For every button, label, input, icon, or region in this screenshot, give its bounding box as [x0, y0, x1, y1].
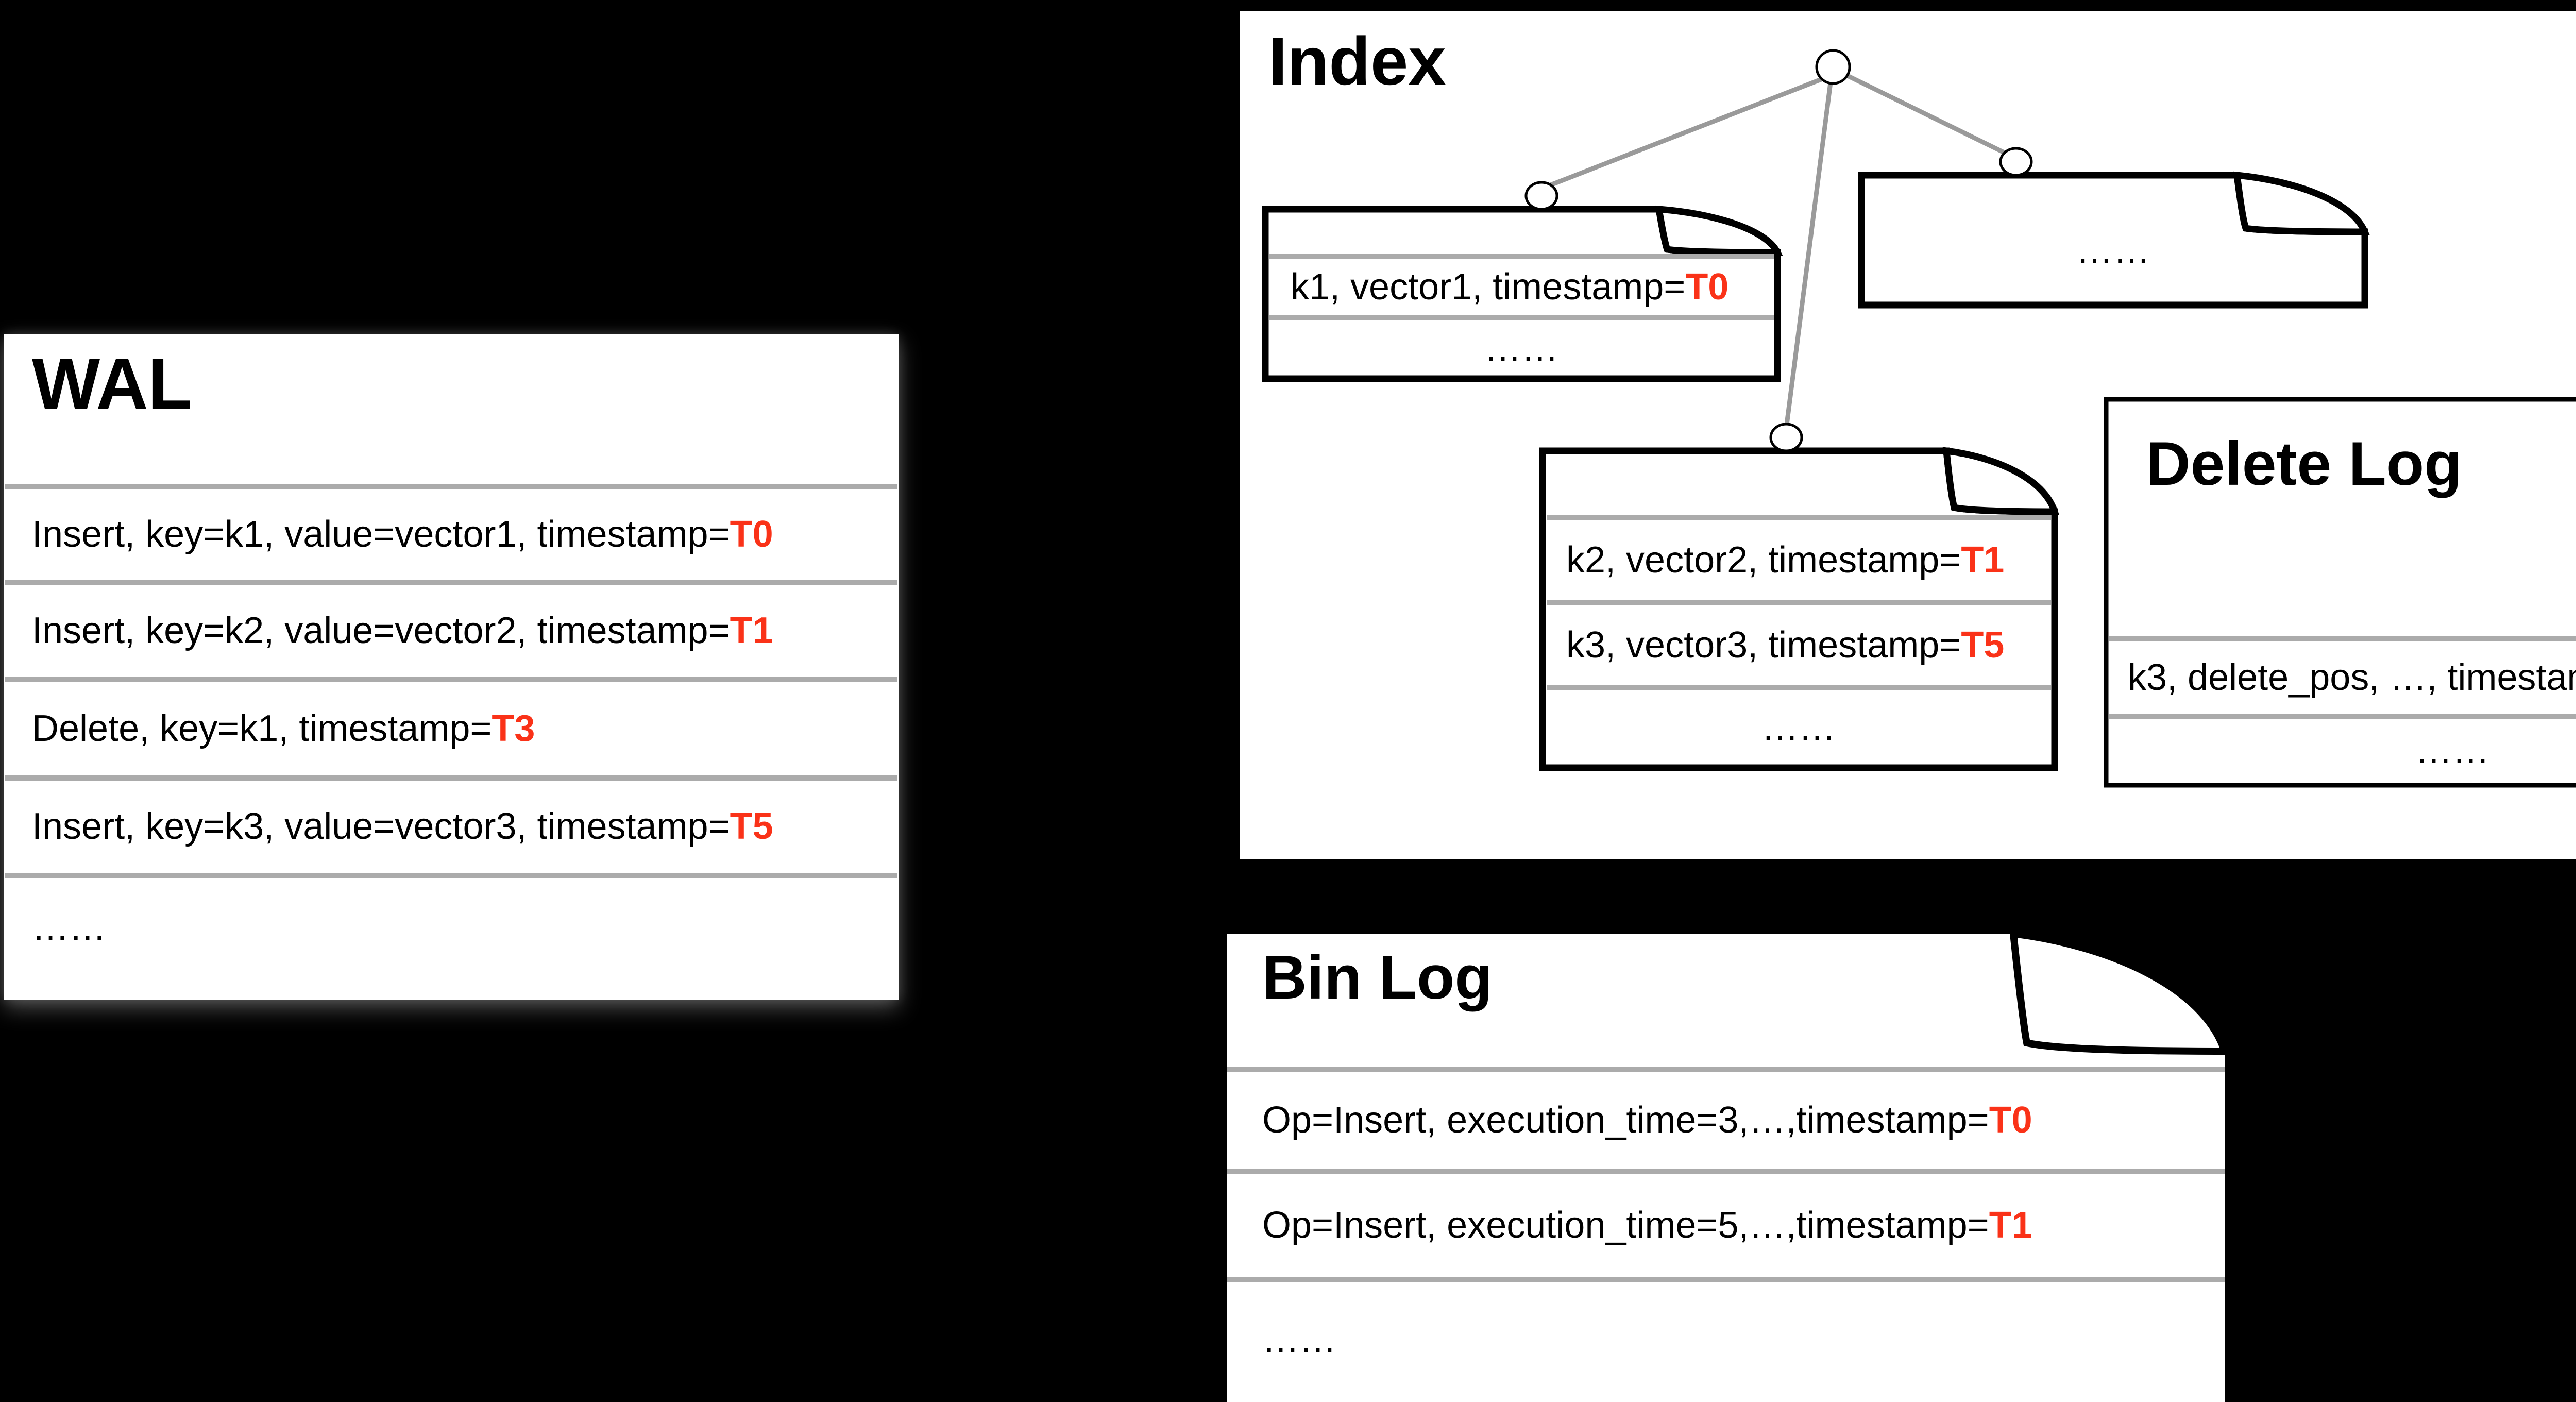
timestamp-value: T1 — [1989, 1205, 2032, 1246]
bin-log-row: Op=Insert, execution_time=3,…,timestamp=… — [1262, 1100, 2032, 1141]
bin-log-row: Op=Insert, execution_time=5,…,timestamp=… — [1262, 1205, 2032, 1246]
leaf3-row-ellipsis: …… — [1761, 707, 1836, 748]
leaf3-row: k3, vector3, timestamp=T5 — [1566, 624, 2005, 666]
wal-row: Insert, key=k1, value=vector1, timestamp… — [32, 514, 773, 555]
bin-log-fold-corner — [2009, 929, 2230, 1055]
leaf2-row-ellipsis: …… — [2076, 230, 2150, 271]
wal-title: WAL — [32, 343, 193, 424]
delete-log-row: k3, delete_pos, …, timestamp=T3 — [2128, 657, 2576, 698]
bin-log-title: Bin Log — [1262, 943, 1493, 1012]
timestamp-value: T5 — [1961, 624, 2005, 666]
timestamp-value: T5 — [730, 806, 773, 847]
leaf3-row: k2, vector2, timestamp=T1 — [1566, 539, 2005, 581]
wal-row: Insert, key=k3, value=vector3, timestamp… — [32, 806, 773, 847]
wal-row: Insert, key=k2, value=vector2, timestamp… — [32, 610, 773, 651]
leaf1-row-ellipsis: …… — [1484, 328, 1558, 369]
timestamp-value: T0 — [1989, 1100, 2032, 1141]
index-title: Index — [1268, 23, 1446, 99]
wal-table — [4, 334, 899, 1000]
leaf1-row: k1, vector1, timestamp=T0 — [1291, 266, 1729, 308]
timestamp-value: T0 — [1685, 266, 1729, 308]
timestamp-value: T0 — [730, 514, 773, 555]
timestamp-value: T3 — [492, 708, 535, 749]
wal-row: Delete, key=k1, timestamp=T3 — [32, 708, 535, 749]
bin-log-row-ellipsis: …… — [1262, 1319, 1336, 1360]
wal-row-ellipsis: …… — [32, 907, 106, 948]
timestamp-value: T1 — [1961, 539, 2005, 581]
timestamp-value: T1 — [730, 610, 773, 651]
delete-log-row-ellipsis: …… — [2415, 730, 2489, 771]
delete-log-title: Delete Log — [2146, 429, 2462, 498]
